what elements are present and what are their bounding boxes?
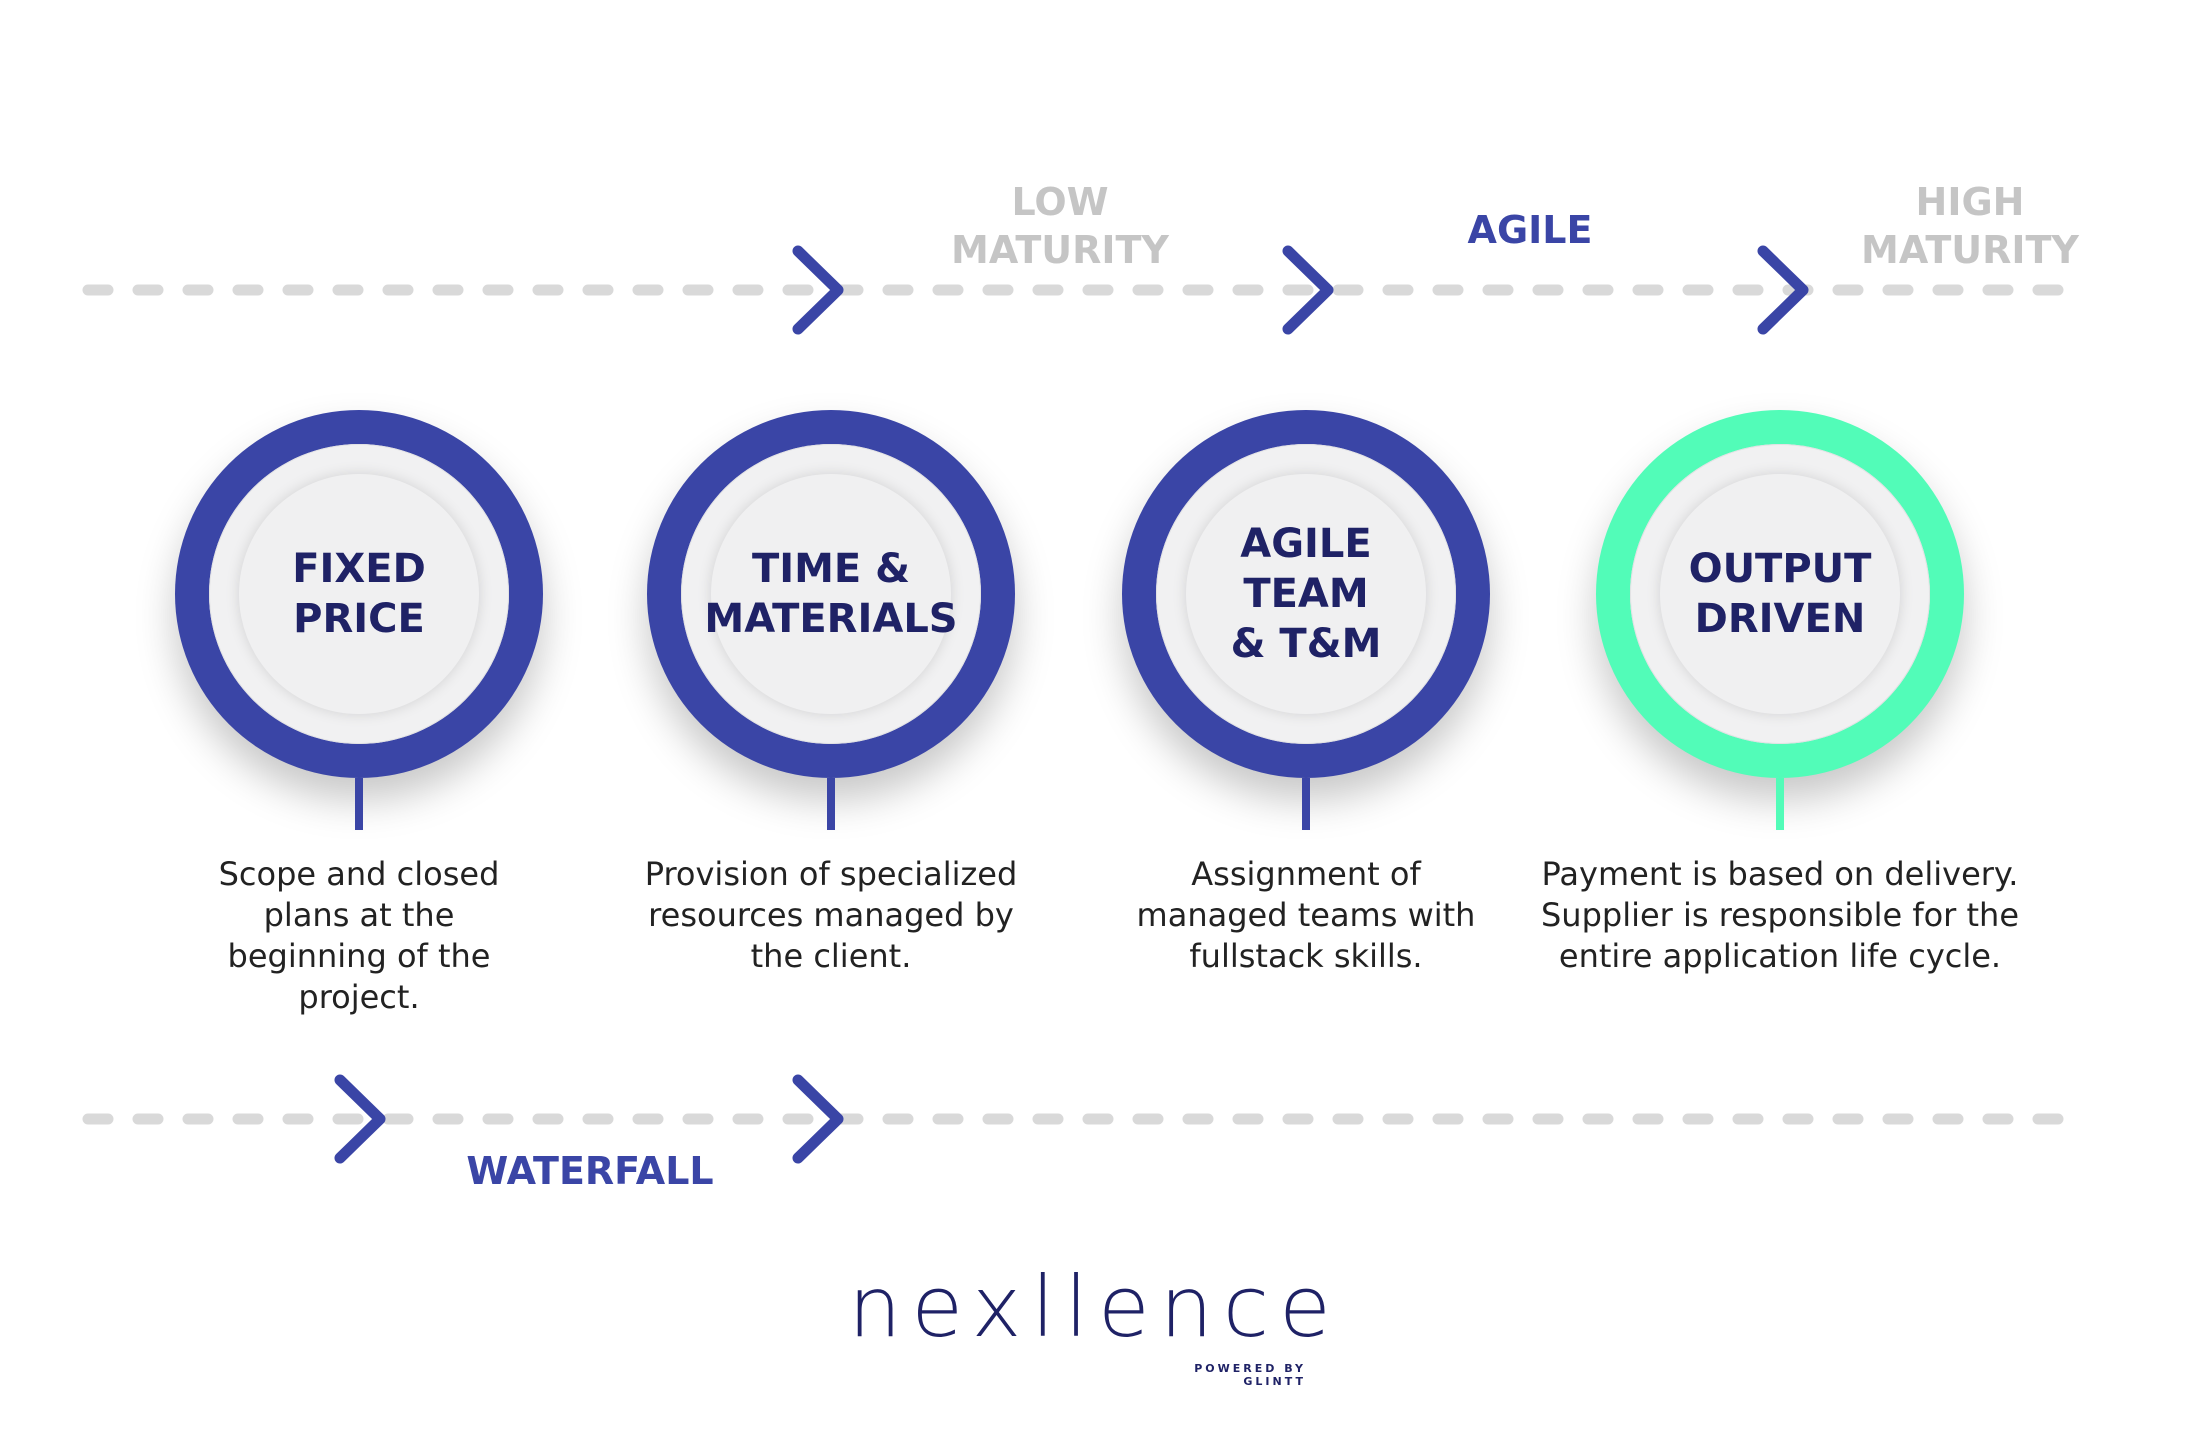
connector-stem (1302, 778, 1310, 830)
connector-stem (1776, 778, 1784, 830)
connector-stem (827, 778, 835, 830)
circle-inner: OUTPUT DRIVEN (1630, 444, 1930, 744)
logo-tagline: POWERED BY GLINTT (1194, 1362, 1306, 1388)
circle-inner: TIME & MATERIALS (681, 444, 981, 744)
logo-wordmark: nexllence (848, 1258, 1341, 1356)
model-title: AGILE TEAM & T&M (1230, 521, 1382, 667)
model-circle-time-materials: TIME & MATERIALS (647, 410, 1015, 778)
connector-stem (355, 778, 363, 830)
circle-core: OUTPUT DRIVEN (1660, 474, 1900, 714)
model-description: Scope and closed plans at the beginning … (218, 855, 500, 1016)
model-description: Payment is based on delivery. Supplier i… (1540, 855, 2020, 975)
circle-core: FIXED PRICE (239, 474, 479, 714)
agile-label: AGILE (1467, 208, 1593, 252)
circle-core: TIME & MATERIALS (704, 474, 958, 714)
model-title: OUTPUT DRIVEN (1688, 546, 1872, 642)
low-maturity-label: LOW MATURITY (951, 180, 1169, 272)
model-title: FIXED PRICE (292, 546, 426, 642)
chevron-right-icon (792, 1074, 844, 1164)
model-description: Provision of specialized resources manag… (644, 855, 1018, 975)
model-circle-fixed-price: FIXED PRICE (175, 410, 543, 778)
model-circle-output-driven: OUTPUT DRIVEN (1596, 410, 1964, 778)
chevron-right-icon (792, 245, 844, 335)
circle-core: AGILE TEAM & T&M (1186, 474, 1426, 714)
model-title: TIME & MATERIALS (704, 546, 958, 642)
chevron-right-icon (1282, 245, 1334, 335)
chevron-right-icon (1757, 245, 1809, 335)
chevron-right-icon (334, 1074, 386, 1164)
waterfall-label: WATERFALL (466, 1149, 714, 1193)
high-maturity-label: HIGH MATURITY (1861, 180, 2079, 272)
model-circle-agile-team-tm: AGILE TEAM & T&M (1122, 410, 1490, 778)
circle-inner: FIXED PRICE (209, 444, 509, 744)
model-description: Assignment of managed teams with fullsta… (1136, 855, 1476, 975)
circle-inner: AGILE TEAM & T&M (1156, 444, 1456, 744)
